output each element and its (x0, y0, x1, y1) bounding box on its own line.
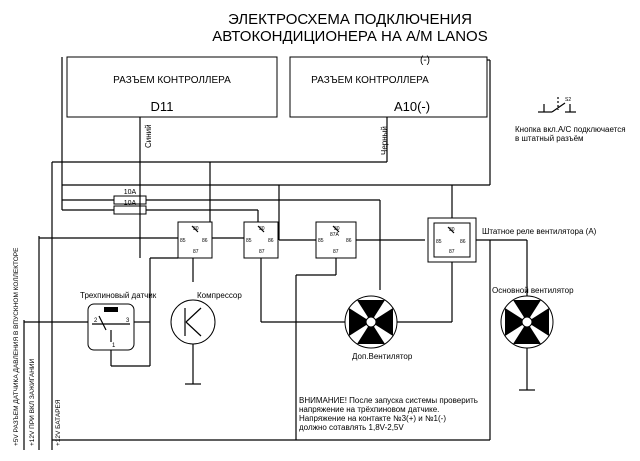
side-label-5v: +5V РАЗЪЕМ ДАТЧИКА ДАВЛЕНИЯ В ВПУСКНОМ К… (13, 247, 20, 446)
aux-fan-label: Доп.Вентилятор (352, 352, 413, 361)
sensor-pin-1: 1 (112, 343, 116, 349)
side-label-ignition: +12V ПРИ ВКЛ ЗАЖИГАНИИ (29, 358, 36, 446)
three-pin-sensor: 2 3 1 (87, 303, 135, 351)
relay-2: 30 85 86 87 (243, 185, 346, 323)
relay-3: 30 85 86 87A 87 (315, 200, 425, 290)
aux-fan (344, 295, 398, 349)
relay-3-pin-87a: 87A (330, 232, 340, 238)
warning-line-3: Напряжение на контакте №3(+) и №1(-) (299, 414, 446, 423)
fuse-1-label: 10A (124, 189, 137, 196)
fan-relay-label: Штатное реле вентилятора (А) (482, 227, 597, 236)
relay-3-pin-85: 85 (318, 238, 324, 244)
warning-line-4: должно сотавлять 1,8V-2,5V (299, 423, 404, 432)
fuse-2: 10A (113, 200, 147, 215)
connector-1-pin: D11 (151, 99, 174, 114)
wire-color-black: Черный (380, 126, 389, 155)
side-label-battery: +12V БАТАРЕЯ (55, 399, 62, 446)
warning-line-1: ВНИМАНИЕ! После запуска системы проверит… (299, 396, 478, 405)
fan-relay: 30 85 86 87 (396, 185, 527, 323)
relay-1-pin-86: 86 (202, 238, 208, 244)
button-note-2: в штатный разъём (515, 134, 584, 143)
wire-color-blue: Синий (144, 124, 153, 148)
relay-2-pin-86: 86 (268, 238, 274, 244)
controller-connector-a10: (-) РАЗЪЕМ КОНТРОЛЛЕРА A10(-) (289, 55, 488, 118)
sensor-pin-2: 2 (94, 318, 98, 324)
connector-1-label: РАЗЪЕМ КОНТРОЛЛЕРА (113, 75, 231, 86)
title-line-1: ЭЛЕКТРОСХЕМА ПОДКЛЮЧЕНИЯ (228, 11, 472, 28)
compressor (170, 299, 216, 385)
button-symbol: S2 (565, 97, 571, 103)
ac-button-switch: S2 (538, 97, 576, 113)
connector-2-pin: A10(-) (394, 99, 430, 114)
button-note-1: Кнопка вкл.A/C подключается (515, 125, 626, 134)
main-fan-label: Основной вентилятор (492, 286, 574, 295)
relay-4-pin-85: 85 (436, 239, 442, 245)
controller-connector-d11: РАЗЪЕМ КОНТРОЛЛЕРА D11 (66, 56, 278, 118)
connector-2-label: РАЗЪЕМ КОНТРОЛЛЕРА (311, 75, 429, 86)
title-line-2: АВТОКОНДИЦИОНЕРА НА А/М LANOS (212, 28, 487, 45)
relay-4-pin-87: 87 (449, 249, 455, 255)
relay-1-pin-85: 85 (180, 238, 186, 244)
compressor-label: Компрессор (197, 291, 242, 300)
relay-4-pin-30: 30 (449, 227, 455, 233)
relay-2-pin-30: 30 (259, 226, 265, 232)
relay-1: 30 85 86 87 (177, 162, 213, 282)
relay-1-pin-87: 87 (193, 249, 199, 255)
relay-1-pin-30: 30 (193, 226, 199, 232)
relay-2-pin-85: 85 (246, 238, 252, 244)
fuse-1: 10A (113, 189, 147, 205)
relay-3-pin-30: 30 (334, 226, 340, 232)
sensor-label: Трехпиновый датчик (80, 291, 157, 300)
relay-2-pin-87: 87 (259, 249, 265, 255)
connector-2-top-mark: (-) (420, 55, 430, 66)
relay-4-pin-86: 86 (460, 239, 466, 245)
relay-3-pin-87: 87 (333, 249, 339, 255)
main-fan (500, 240, 554, 391)
sensor-pin-3: 3 (126, 318, 130, 324)
fuse-2-label: 10A (124, 200, 137, 207)
warning-line-2: напряжение на трёхпиновом датчике. (299, 405, 439, 414)
relay-3-pin-86: 86 (346, 238, 352, 244)
